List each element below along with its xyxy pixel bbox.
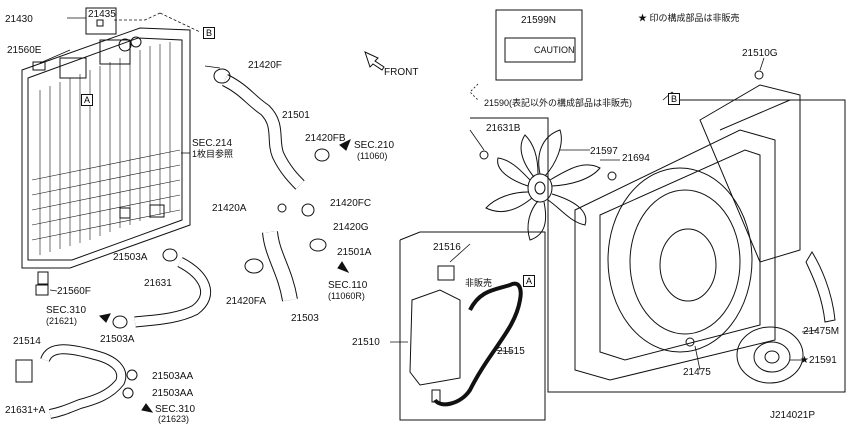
- label-sec110-sub: (11060R): [328, 291, 365, 301]
- label-21420g: 21420G: [333, 222, 369, 233]
- label-21694: 21694: [622, 153, 650, 164]
- label-21597: 21597: [590, 146, 618, 157]
- label-21503a-bottom: 21503A: [100, 334, 135, 345]
- fan-shroud: [470, 84, 846, 393]
- label-21430: 21430: [5, 14, 33, 25]
- marker-a-right: A: [523, 275, 536, 287]
- label-sec214: SEC.214: [192, 138, 233, 149]
- label-sec310a-sub: (21621): [46, 316, 78, 326]
- label-21631: 21631: [144, 278, 172, 289]
- label-sec210-sub: (11060): [357, 151, 388, 161]
- lower-hose: [244, 203, 327, 302]
- label-front: FRONT: [384, 67, 419, 78]
- label-21515: 21515: [497, 346, 525, 357]
- label-21435: 21435: [88, 9, 116, 20]
- diagram-code: J214021P: [770, 410, 816, 421]
- caution-text: CAUTION: [534, 45, 575, 55]
- label-21590: 21590(表記以外の構成部品は非販売): [484, 98, 633, 108]
- label-21631a: 21631+A: [5, 405, 46, 416]
- hose-21631a: [15, 344, 138, 419]
- marker-a-left: A: [81, 94, 94, 106]
- label-21516: 21516: [433, 242, 461, 253]
- label-sec110: SEC.110: [328, 280, 368, 291]
- label-21501: 21501: [282, 110, 310, 121]
- radiator: [21, 7, 191, 296]
- label-21591: ★21591: [800, 355, 837, 366]
- label-21503aa-2: 21503AA: [152, 388, 194, 399]
- label-21510: 21510: [352, 337, 380, 348]
- label-21420a: 21420A: [212, 203, 247, 214]
- note-not-sold: ★ 印の構成部品は非販売: [638, 13, 740, 23]
- label-21420fa: 21420FA: [226, 296, 267, 307]
- label-sec310a: SEC.310: [46, 305, 87, 316]
- label-21420fc: 21420FC: [330, 198, 372, 209]
- label-21475: 21475: [683, 367, 711, 378]
- label-21514: 21514: [13, 336, 41, 347]
- label-sec210: SEC.210: [354, 140, 395, 151]
- label-21420fb: 21420FB: [305, 133, 346, 144]
- label-21560e: 21560E: [7, 45, 42, 56]
- reservoir-tank: [399, 231, 546, 421]
- upper-hose: [213, 68, 330, 190]
- front-arrow: [364, 51, 385, 71]
- fasteners: [277, 70, 764, 347]
- marker-b-top: B: [203, 27, 216, 39]
- label-sec310b-sub: (21623): [158, 414, 190, 424]
- label-21560f: 21560F: [57, 286, 91, 297]
- label-21503aa-1: 21503AA: [152, 371, 194, 382]
- label-not-for-sale: 非販売: [465, 278, 493, 288]
- label-sec310b: SEC.310: [155, 404, 196, 415]
- label-21420f: 21420F: [248, 60, 282, 71]
- label-21599n: 21599N: [521, 15, 557, 26]
- caution-card: [495, 9, 583, 81]
- label-21475m: 21475M: [803, 326, 840, 337]
- label-21503: 21503: [291, 313, 319, 324]
- label-21501a: 21501A: [337, 247, 372, 258]
- hose-21631: [112, 248, 212, 329]
- cooling-fan: [485, 129, 601, 241]
- label-21503a-top: 21503A: [113, 252, 148, 263]
- label-21510g: 21510G: [742, 48, 778, 59]
- label-21631b: 21631B: [486, 123, 521, 134]
- marker-b-right: B: [668, 93, 681, 105]
- label-sec214-sub: 1枚目参照: [192, 149, 234, 159]
